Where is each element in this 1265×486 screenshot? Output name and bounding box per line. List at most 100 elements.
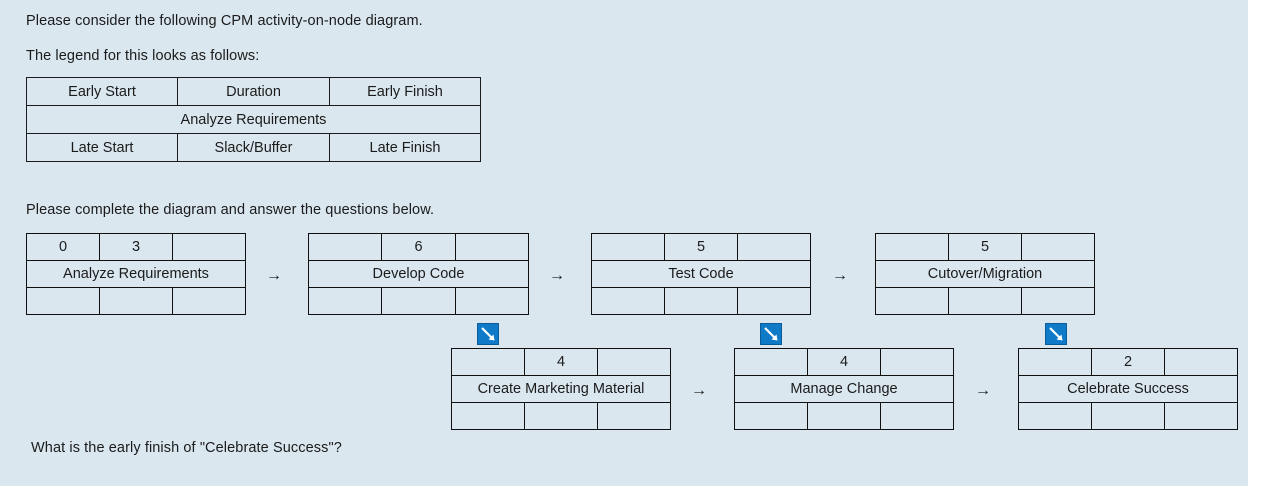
node-row-bottom xyxy=(875,287,1095,315)
arrow-right-5: → xyxy=(975,382,991,399)
node-early-start[interactable] xyxy=(308,233,382,261)
node-late-finish[interactable] xyxy=(1021,287,1095,315)
node-activity-name: Analyze Requirements xyxy=(26,260,246,288)
node-early-start[interactable]: 0 xyxy=(26,233,100,261)
legend-late-start: Late Start xyxy=(26,133,178,162)
node-row-name: Cutover/Migration xyxy=(875,260,1095,288)
node-develop-code[interactable]: 6 Develop Code xyxy=(308,233,529,315)
node-row-name: Create Marketing Material xyxy=(451,375,671,403)
node-late-finish[interactable] xyxy=(737,287,811,315)
diagonal-down-right-arrow-icon-1[interactable] xyxy=(477,323,499,345)
node-late-start[interactable] xyxy=(875,287,949,315)
legend-row-middle: Analyze Requirements xyxy=(26,105,481,134)
arrow-right-1: → xyxy=(266,267,282,284)
node-activity-name: Test Code xyxy=(591,260,811,288)
node-slack[interactable] xyxy=(381,287,456,315)
node-duration[interactable]: 4 xyxy=(807,348,881,376)
node-row-name: Manage Change xyxy=(734,375,954,403)
node-row-name: Celebrate Success xyxy=(1018,375,1238,403)
node-row-top: 4 xyxy=(734,348,954,376)
node-duration[interactable]: 6 xyxy=(381,233,456,261)
node-slack[interactable] xyxy=(664,287,738,315)
node-early-start[interactable] xyxy=(451,348,525,376)
node-row-top: 5 xyxy=(875,233,1095,261)
node-row-bottom xyxy=(308,287,529,315)
node-row-bottom xyxy=(451,402,671,430)
node-row-name: Test Code xyxy=(591,260,811,288)
node-row-top: 4 xyxy=(451,348,671,376)
node-duration[interactable]: 2 xyxy=(1091,348,1165,376)
node-cutover-migration[interactable]: 5 Cutover/Migration xyxy=(875,233,1095,315)
arrow-right-2: → xyxy=(549,267,565,284)
node-early-finish[interactable] xyxy=(455,233,529,261)
node-row-top: 6 xyxy=(308,233,529,261)
node-celebrate-success[interactable]: 2 Celebrate Success xyxy=(1018,348,1238,430)
intro-line-2: The legend for this looks as follows: xyxy=(26,48,260,64)
node-activity-name: Create Marketing Material xyxy=(451,375,671,403)
node-early-start[interactable] xyxy=(734,348,808,376)
legend-table: Early Start Duration Early Finish Analyz… xyxy=(26,77,481,162)
node-row-bottom xyxy=(1018,402,1238,430)
node-late-start[interactable] xyxy=(1018,402,1092,430)
node-duration[interactable]: 5 xyxy=(664,233,738,261)
node-row-top: 5 xyxy=(591,233,811,261)
node-manage-change[interactable]: 4 Manage Change xyxy=(734,348,954,430)
node-row-bottom xyxy=(734,402,954,430)
legend-early-finish: Early Finish xyxy=(329,77,481,106)
node-create-marketing-material[interactable]: 4 Create Marketing Material xyxy=(451,348,671,430)
node-row-name: Develop Code xyxy=(308,260,529,288)
node-slack[interactable] xyxy=(948,287,1022,315)
diagonal-down-right-arrow-icon-2[interactable] xyxy=(760,323,782,345)
node-early-finish[interactable] xyxy=(1021,233,1095,261)
legend-late-finish: Late Finish xyxy=(329,133,481,162)
node-late-finish[interactable] xyxy=(880,402,954,430)
node-row-top: 2 xyxy=(1018,348,1238,376)
node-row-bottom xyxy=(591,287,811,315)
intro-line-1: Please consider the following CPM activi… xyxy=(26,13,423,29)
legend-row-top: Early Start Duration Early Finish xyxy=(26,77,481,106)
arrow-right-3: → xyxy=(832,267,848,284)
node-late-start[interactable] xyxy=(591,287,665,315)
node-early-finish[interactable] xyxy=(737,233,811,261)
legend-duration: Duration xyxy=(177,77,330,106)
legend-slack-buffer: Slack/Buffer xyxy=(177,133,330,162)
node-early-start[interactable] xyxy=(875,233,949,261)
node-early-finish[interactable] xyxy=(880,348,954,376)
node-late-finish[interactable] xyxy=(172,287,246,315)
node-early-finish[interactable] xyxy=(597,348,671,376)
node-activity-name: Manage Change xyxy=(734,375,954,403)
node-late-start[interactable] xyxy=(308,287,382,315)
node-early-start[interactable] xyxy=(1018,348,1092,376)
node-late-start[interactable] xyxy=(451,402,525,430)
node-row-bottom xyxy=(26,287,246,315)
question-text: What is the early finish of "Celebrate S… xyxy=(31,440,342,456)
node-duration[interactable]: 4 xyxy=(524,348,598,376)
intro-line-3: Please complete the diagram and answer t… xyxy=(26,202,435,218)
node-late-finish[interactable] xyxy=(1164,402,1238,430)
diagonal-down-right-arrow-icon-3[interactable] xyxy=(1045,323,1067,345)
node-duration[interactable]: 3 xyxy=(99,233,173,261)
node-slack[interactable] xyxy=(524,402,598,430)
node-duration[interactable]: 5 xyxy=(948,233,1022,261)
node-activity-name: Cutover/Migration xyxy=(875,260,1095,288)
arrow-right-4: → xyxy=(691,382,707,399)
node-test-code[interactable]: 5 Test Code xyxy=(591,233,811,315)
node-activity-name: Develop Code xyxy=(308,260,529,288)
legend-row-bottom: Late Start Slack/Buffer Late Finish xyxy=(26,133,481,162)
node-slack[interactable] xyxy=(99,287,173,315)
legend-early-start: Early Start xyxy=(26,77,178,106)
node-early-finish[interactable] xyxy=(172,233,246,261)
node-early-finish[interactable] xyxy=(1164,348,1238,376)
node-slack[interactable] xyxy=(807,402,881,430)
node-row-name: Analyze Requirements xyxy=(26,260,246,288)
node-slack[interactable] xyxy=(1091,402,1165,430)
node-late-start[interactable] xyxy=(26,287,100,315)
node-late-start[interactable] xyxy=(734,402,808,430)
node-analyze-requirements[interactable]: 0 3 Analyze Requirements xyxy=(26,233,246,315)
node-activity-name: Celebrate Success xyxy=(1018,375,1238,403)
node-late-finish[interactable] xyxy=(597,402,671,430)
node-early-start[interactable] xyxy=(591,233,665,261)
legend-activity-name: Analyze Requirements xyxy=(26,105,481,134)
node-late-finish[interactable] xyxy=(455,287,529,315)
